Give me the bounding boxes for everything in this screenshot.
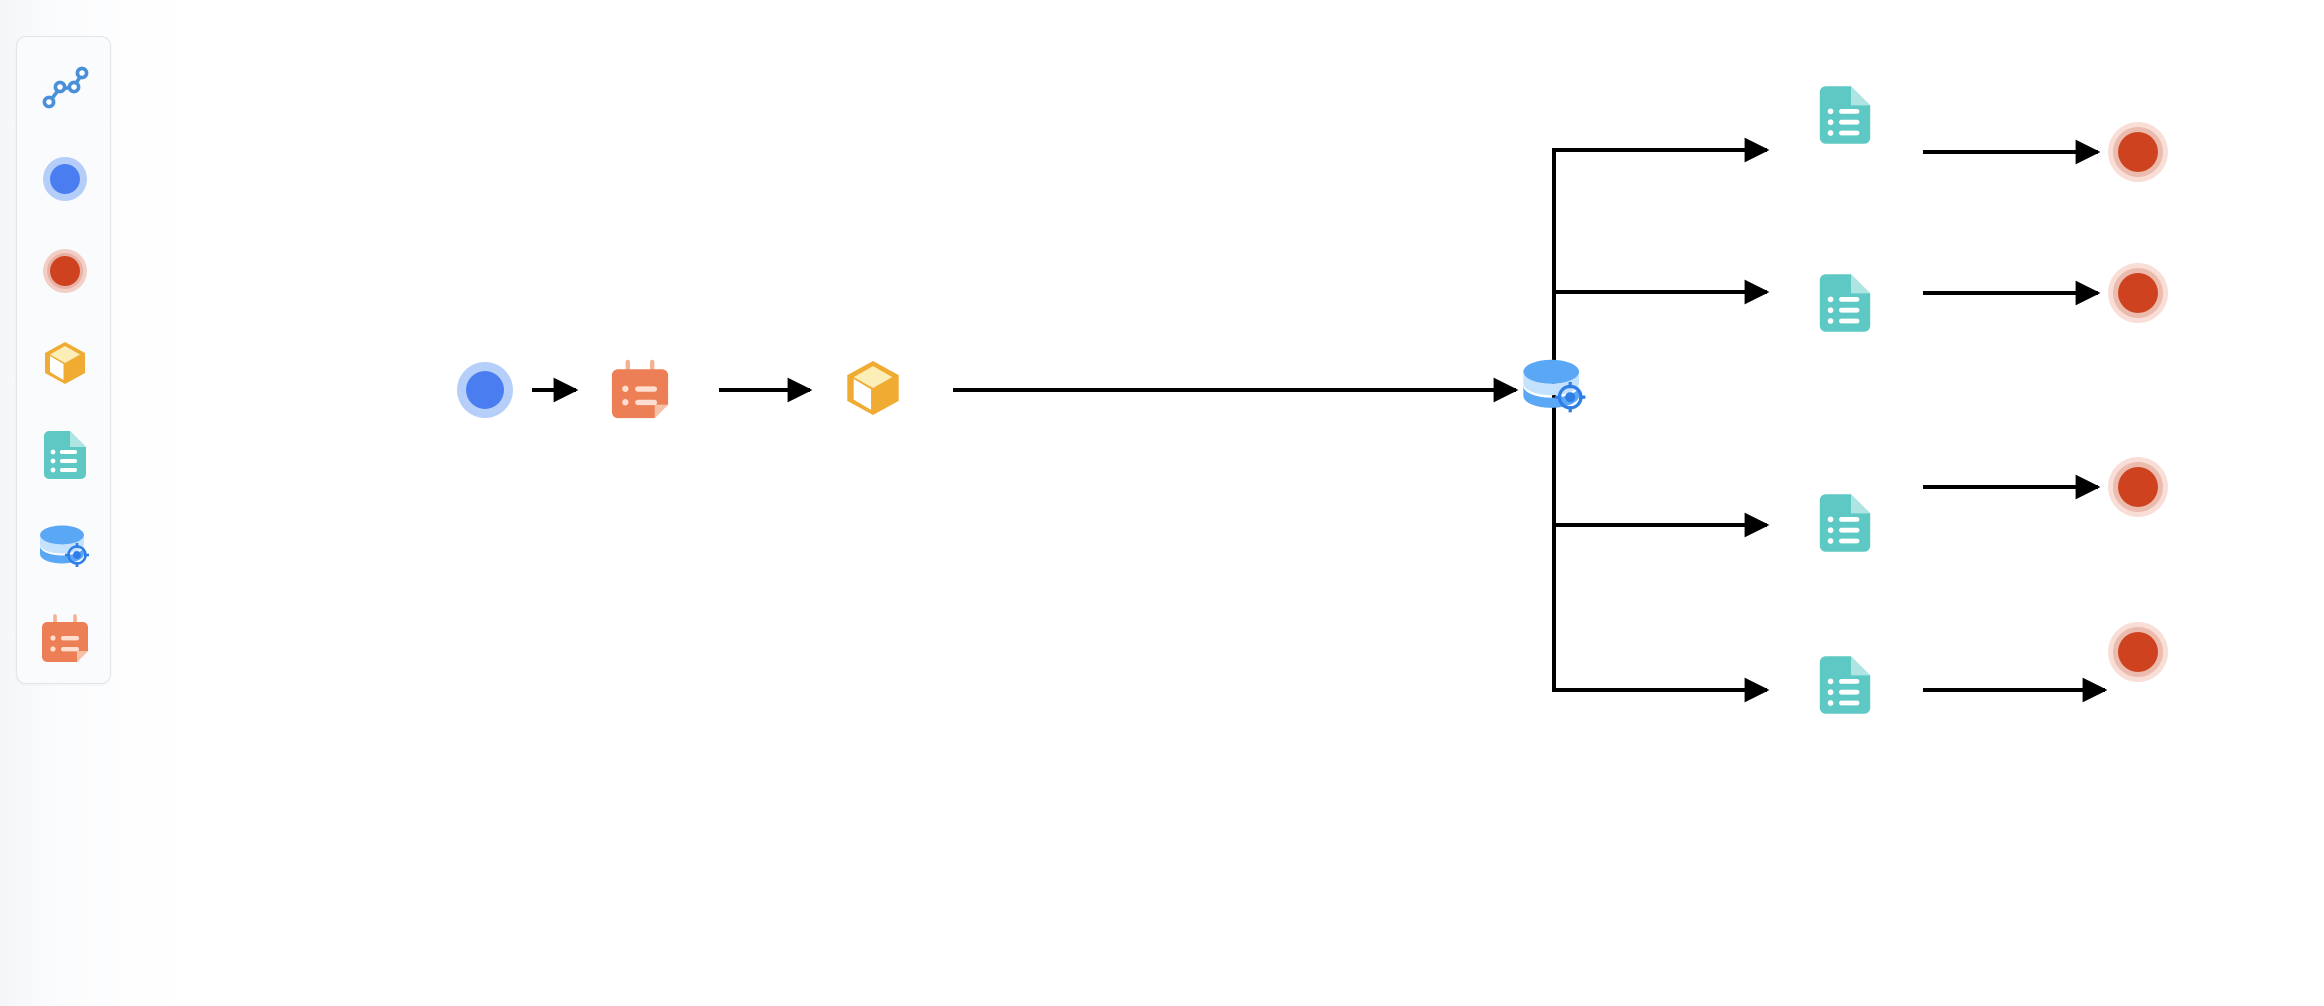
sink-node-3[interactable] <box>2102 451 2174 523</box>
teal-document-icon <box>1815 266 1875 340</box>
edge-datastore-to-doc-2[interactable] <box>1552 279 1770 390</box>
teal-document-icon <box>1815 78 1875 152</box>
document-node-3[interactable] <box>1815 486 1875 560</box>
palette-item-red-node[interactable] <box>17 225 112 317</box>
red-circle-icon <box>2102 616 2174 688</box>
blue-circle-icon <box>451 356 519 424</box>
edge-datastore-to-doc-1[interactable] <box>1552 137 1770 390</box>
red-circle-icon <box>37 243 93 299</box>
teal-document-icon <box>1815 486 1875 560</box>
red-circle-icon <box>2102 257 2174 329</box>
palette-item-document[interactable] <box>17 409 112 501</box>
orange-notepad-icon <box>38 611 92 667</box>
orange-notepad-icon <box>607 354 673 426</box>
edge-datastore-to-doc-4[interactable] <box>1552 390 1770 703</box>
blue-circle-icon <box>37 151 93 207</box>
palette-item-graph[interactable] <box>17 41 112 133</box>
red-circle-icon <box>2102 116 2174 188</box>
sink-node-1[interactable] <box>2102 116 2174 188</box>
document-node-2[interactable] <box>1815 266 1875 340</box>
sink-node-2[interactable] <box>2102 257 2174 329</box>
document-node-1[interactable] <box>1815 78 1875 152</box>
document-node-4[interactable] <box>1815 648 1875 722</box>
palette-item-package[interactable] <box>17 317 112 409</box>
teal-document-icon <box>1815 648 1875 722</box>
blue-database-icon <box>1517 355 1593 419</box>
node-palette <box>16 36 111 684</box>
blue-database-icon <box>35 522 95 572</box>
orange-cube-icon <box>37 335 93 391</box>
datastore-hub-node[interactable] <box>1517 355 1593 419</box>
palette-item-blue-node[interactable] <box>17 133 112 225</box>
orange-cube-icon <box>837 352 909 424</box>
red-circle-icon <box>2102 451 2174 523</box>
graph-network-icon <box>37 59 93 115</box>
sink-node-4[interactable] <box>2102 616 2174 688</box>
package-node[interactable] <box>837 352 909 424</box>
source-start-node[interactable] <box>451 356 519 424</box>
notepad-node[interactable] <box>607 354 673 426</box>
palette-item-notepad[interactable] <box>17 593 112 685</box>
teal-document-icon <box>40 427 90 483</box>
palette-item-datastore[interactable] <box>17 501 112 593</box>
